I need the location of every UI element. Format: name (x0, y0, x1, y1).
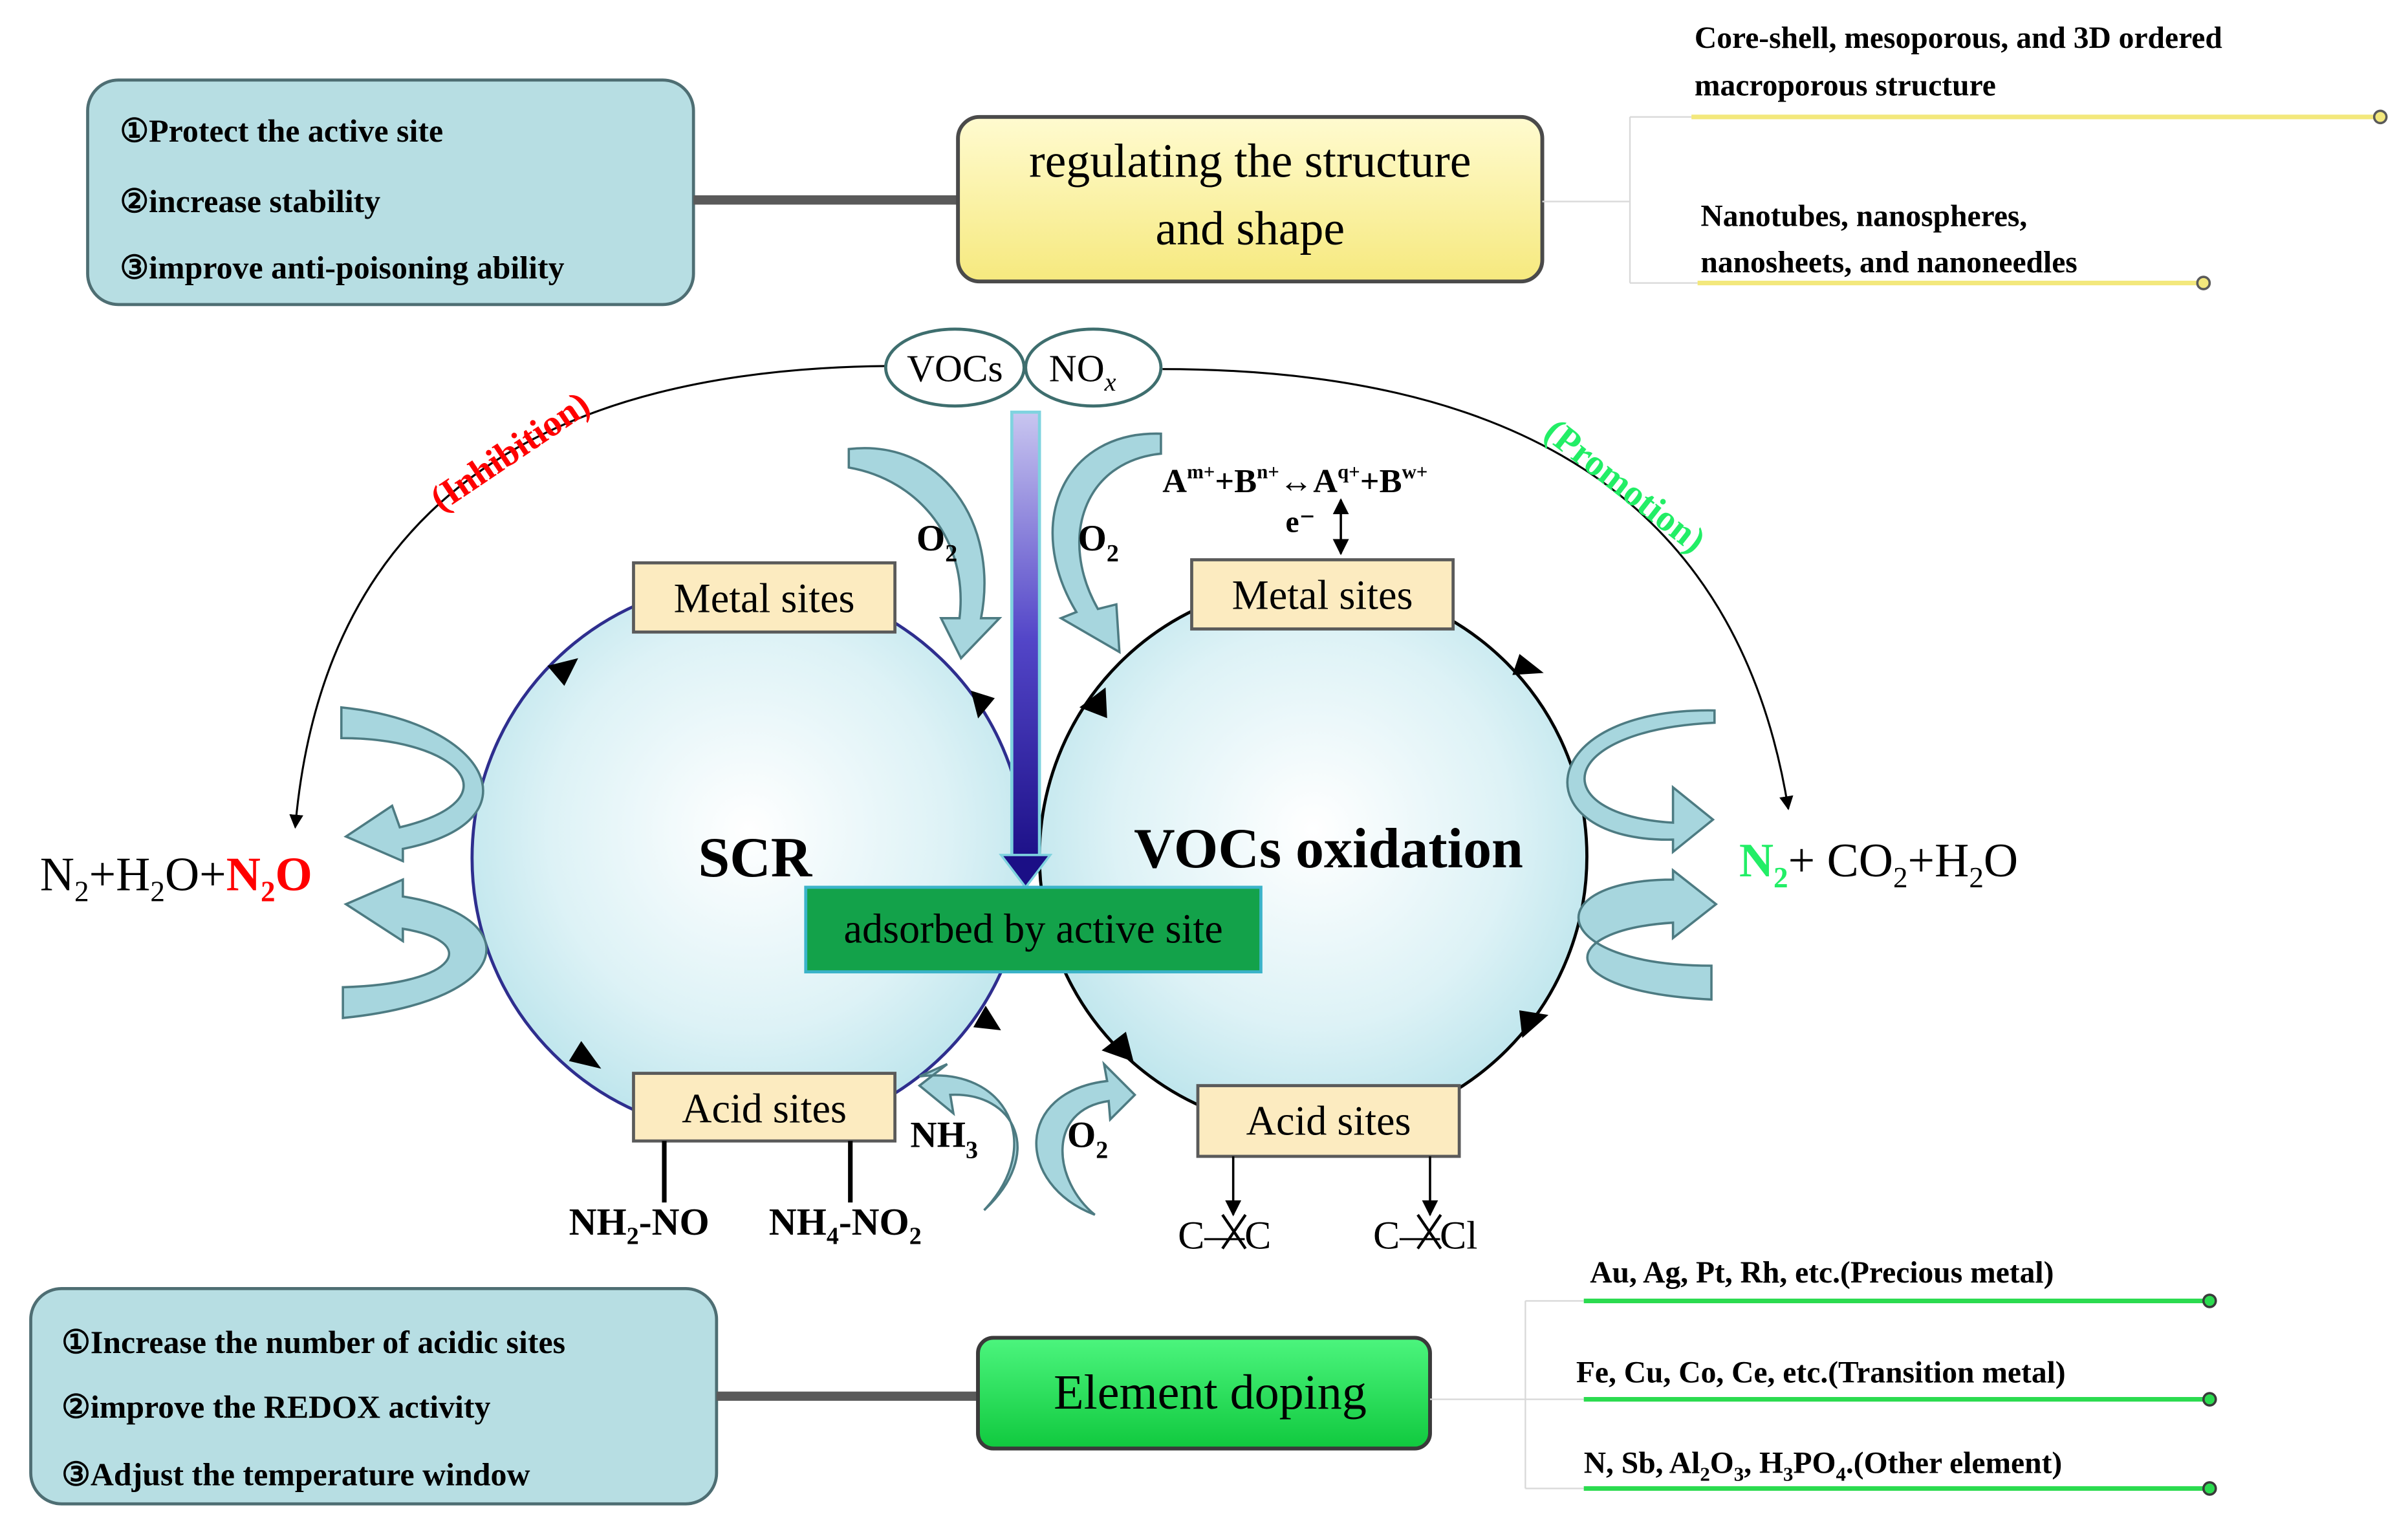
nox-input-oval: NOx (1024, 327, 1163, 408)
scr-acid-sites-label: Acid sites (682, 1086, 847, 1132)
branch-node-other-element (2202, 1481, 2217, 1496)
stability-benefits-box: ①Protect the active site ②increase stabi… (86, 78, 695, 307)
adsorbed-active-site-box: adsorbed by active site (804, 885, 1263, 974)
structure-shape-box: regulating the structure and shape (956, 114, 1545, 284)
promotion-arc (1162, 368, 1794, 810)
o2-curved-arrows (847, 432, 1162, 1216)
central-feed-arrowhead (999, 854, 1053, 889)
element-doping-label: Element doping (1054, 1365, 1367, 1420)
nh2-no-intermediate: NH2-NO (569, 1200, 710, 1250)
promotion-label: (Promotion) (1537, 411, 1713, 561)
electron-label: e⁻ (1286, 506, 1316, 539)
inhibition-arc (289, 365, 887, 829)
scr-metal-sites-box: Metal sites (632, 561, 897, 634)
element-doping-box: Element doping (976, 1336, 1432, 1451)
bond-break-marks (1221, 1214, 1442, 1250)
nh3-label: NH3 (910, 1115, 978, 1164)
scr-title: SCR (698, 827, 812, 889)
branch-node-transition-metal (2202, 1392, 2217, 1407)
inhibition-label: (Inhibition) (423, 384, 597, 519)
vocs-acid-sites-label: Acid sites (1246, 1098, 1411, 1144)
cycle-arrowheads (547, 654, 1549, 1069)
branch-core-shell-line1: Core-shell, mesoporous, and 3D ordered (1695, 21, 2222, 55)
doping-branches (1429, 1300, 1584, 1489)
branch-transition-metal: Fe, Cu, Co, Ce, etc.(Transition metal) (1576, 1356, 2066, 1389)
branch-nanotubes-line2: nanosheets, and nanoneedles (1700, 246, 2077, 279)
structure-label-line1: regulating the structure (1029, 135, 1471, 188)
o2-label-bottom: O2 (1067, 1115, 1108, 1164)
c-c-bond: C—C (1178, 1214, 1271, 1258)
central-feed-pipe (1010, 410, 1041, 867)
scr-acid-sites-box: Acid sites (632, 1072, 897, 1143)
o2-label-right: O2 (1078, 518, 1119, 567)
left-product-arrows (340, 706, 488, 1019)
structure-branches (1542, 116, 1698, 284)
benefit-temperature-window: ③Adjust the temperature window (61, 1457, 530, 1493)
benefit-redox-activity: ②improve the REDOX activity (61, 1389, 490, 1425)
o2-label-left: O2 (917, 518, 957, 567)
branch-precious-metal: Au, Ag, Pt, Rh, etc.(Precious metal) (1590, 1256, 2054, 1290)
structure-label-line2: and shape (1156, 202, 1345, 255)
nox-label-sub: x (1104, 367, 1116, 396)
benefit-increase-stability: ②increase stability (120, 184, 380, 219)
nh4-no2-intermediate: NH4-NO2 (769, 1200, 922, 1250)
benefit-anti-poisoning: ③improve anti-poisoning ability (120, 250, 564, 285)
branch-other-element: N, Sb, Al2O3, H3PO4.(Other element) (1584, 1447, 2063, 1486)
branch-nanotubes-line1: Nanotubes, nanospheres, (1700, 200, 2027, 233)
left-products: N2+H2O+N2O (40, 848, 312, 908)
vocs-oxidation-title: VOCs oxidation (1134, 818, 1523, 880)
adsorbed-label: adsorbed by active site (843, 905, 1222, 951)
benefit-acidic-sites: ①Increase the number of acidic sites (61, 1325, 565, 1360)
nox-label-main: NO (1049, 347, 1105, 390)
redox-equation: Am++Bn+↔Aq++Bw+ (1162, 460, 1427, 499)
vocs-acid-sites-box: Acid sites (1196, 1084, 1461, 1158)
branch-core-shell-line2: macroporous structure (1695, 69, 1996, 103)
right-product-arrows (1566, 709, 1719, 1001)
right-products: N2+ CO2+H2O (1739, 834, 2018, 894)
vocs-metal-sites-label: Metal sites (1232, 572, 1413, 618)
scr-metal-sites-label: Metal sites (674, 575, 855, 621)
branch-node-nanotubes (2196, 276, 2211, 290)
svg-text:NOx: NOx (1049, 347, 1116, 396)
vocs-input-oval: VOCs (884, 327, 1026, 408)
branch-node-core-shell (2372, 109, 2388, 125)
vocs-metal-sites-box: Metal sites (1190, 558, 1455, 631)
branch-node-precious-metal (2202, 1294, 2217, 1308)
benefit-protect-active-site: ①Protect the active site (120, 113, 443, 149)
doping-benefits-box: ①Increase the number of acidic sites ②im… (29, 1287, 719, 1506)
vocs-input-label: VOCs (907, 347, 1003, 390)
